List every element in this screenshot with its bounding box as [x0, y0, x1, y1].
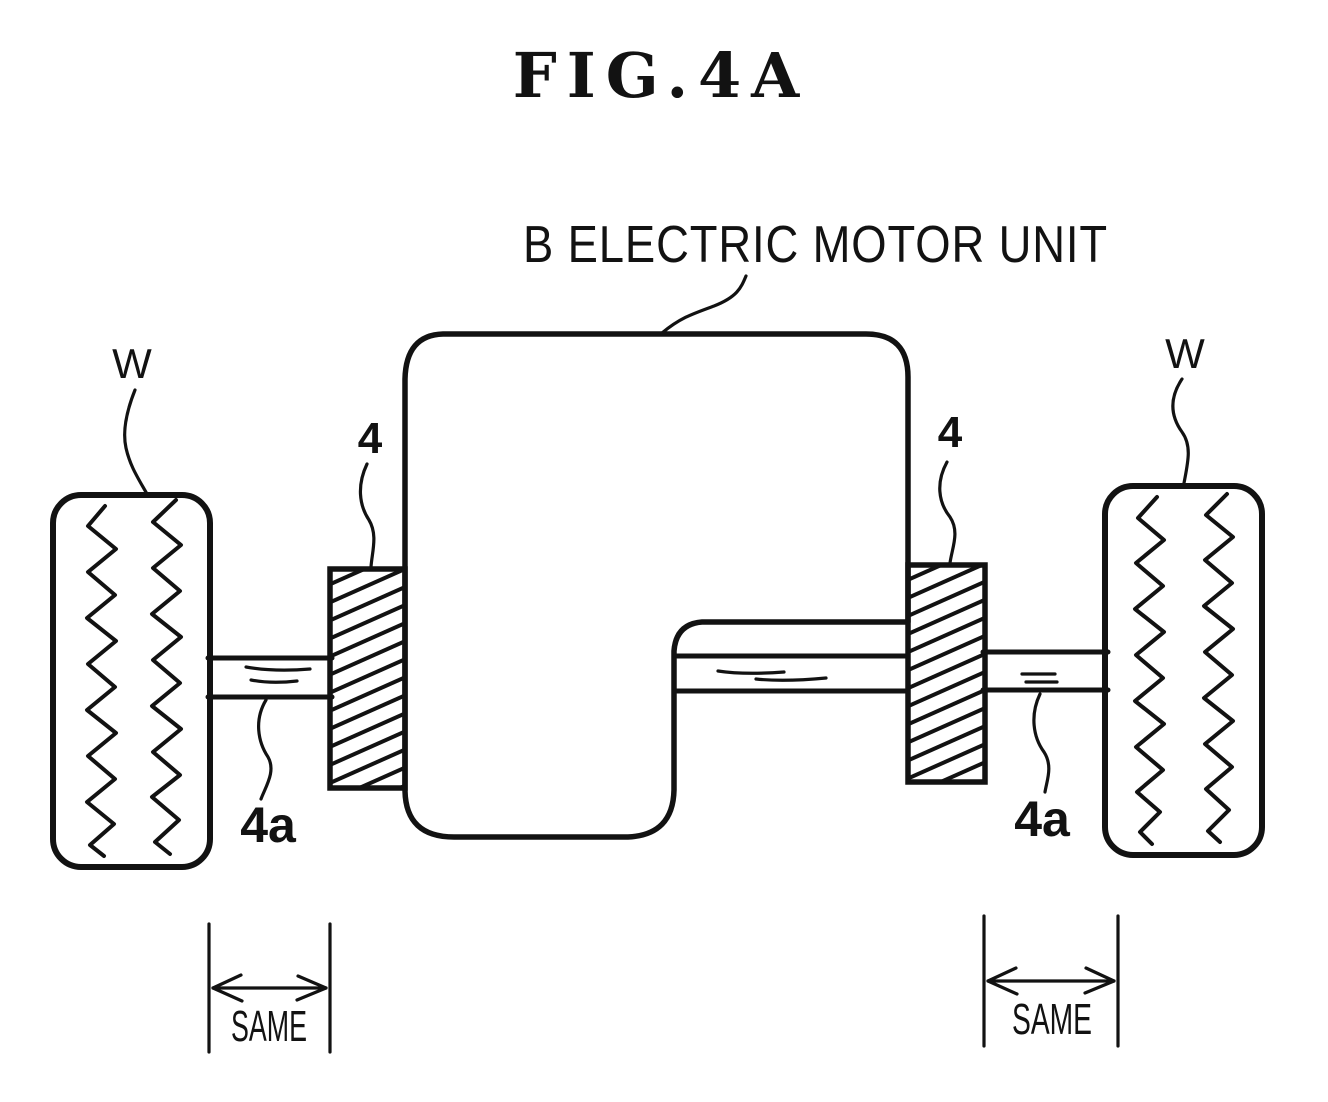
- figure-title: FIG.4A: [513, 39, 810, 112]
- axle-left-shading-mark: [249, 678, 299, 684]
- motor-unit-body: [402, 331, 911, 840]
- dimension-left-label: SAME: [231, 1002, 307, 1051]
- wheel-left-tread-zigzag: [150, 498, 183, 856]
- dimension-right-label: SAME: [1012, 995, 1092, 1044]
- coupling-left: [327, 566, 408, 791]
- axle-left-label: 4a: [240, 797, 297, 853]
- axle-left-shading-mark: [244, 665, 312, 672]
- motor-shaft-shading-mark: [754, 676, 828, 682]
- coupling-right: [905, 562, 988, 785]
- motor-shaft-shading-mark: [716, 669, 786, 675]
- wheel-right: [1102, 483, 1265, 858]
- coupling-left-label: 4: [358, 414, 383, 463]
- wheel-left-leader-line: [122, 388, 149, 496]
- arrow-left-head: [211, 973, 244, 1003]
- arrow-left-head: [986, 966, 1019, 996]
- coupling-right-label: 4: [938, 408, 963, 457]
- wheel-right-tread-zigzag: [1202, 492, 1235, 844]
- axle-right-leader-line: [1032, 692, 1051, 794]
- coupling-left-leader-line: [358, 462, 376, 569]
- motor-unit-label: B ELECTRIC MOTOR UNIT: [523, 216, 1108, 274]
- wheel-left: [50, 492, 213, 870]
- axle-right-label: 4a: [1014, 791, 1071, 847]
- coupling-right-leader-line: [938, 460, 957, 565]
- wheel-left-label: W: [112, 340, 152, 387]
- wheel-right-tread-zigzag: [1133, 495, 1166, 846]
- arrow-right-head: [295, 974, 328, 1002]
- axle-left-leader-line: [257, 698, 273, 801]
- arrow-right-head: [1083, 966, 1116, 995]
- wheel-right-label: W: [1165, 330, 1205, 377]
- dimension-right: SAME: [982, 914, 1120, 1048]
- dimension-left: SAME: [207, 922, 332, 1054]
- motor-unit-leader-line: [660, 274, 748, 335]
- wheel-right-leader-line: [1171, 377, 1190, 485]
- wheel-left-tread-zigzag: [85, 504, 118, 858]
